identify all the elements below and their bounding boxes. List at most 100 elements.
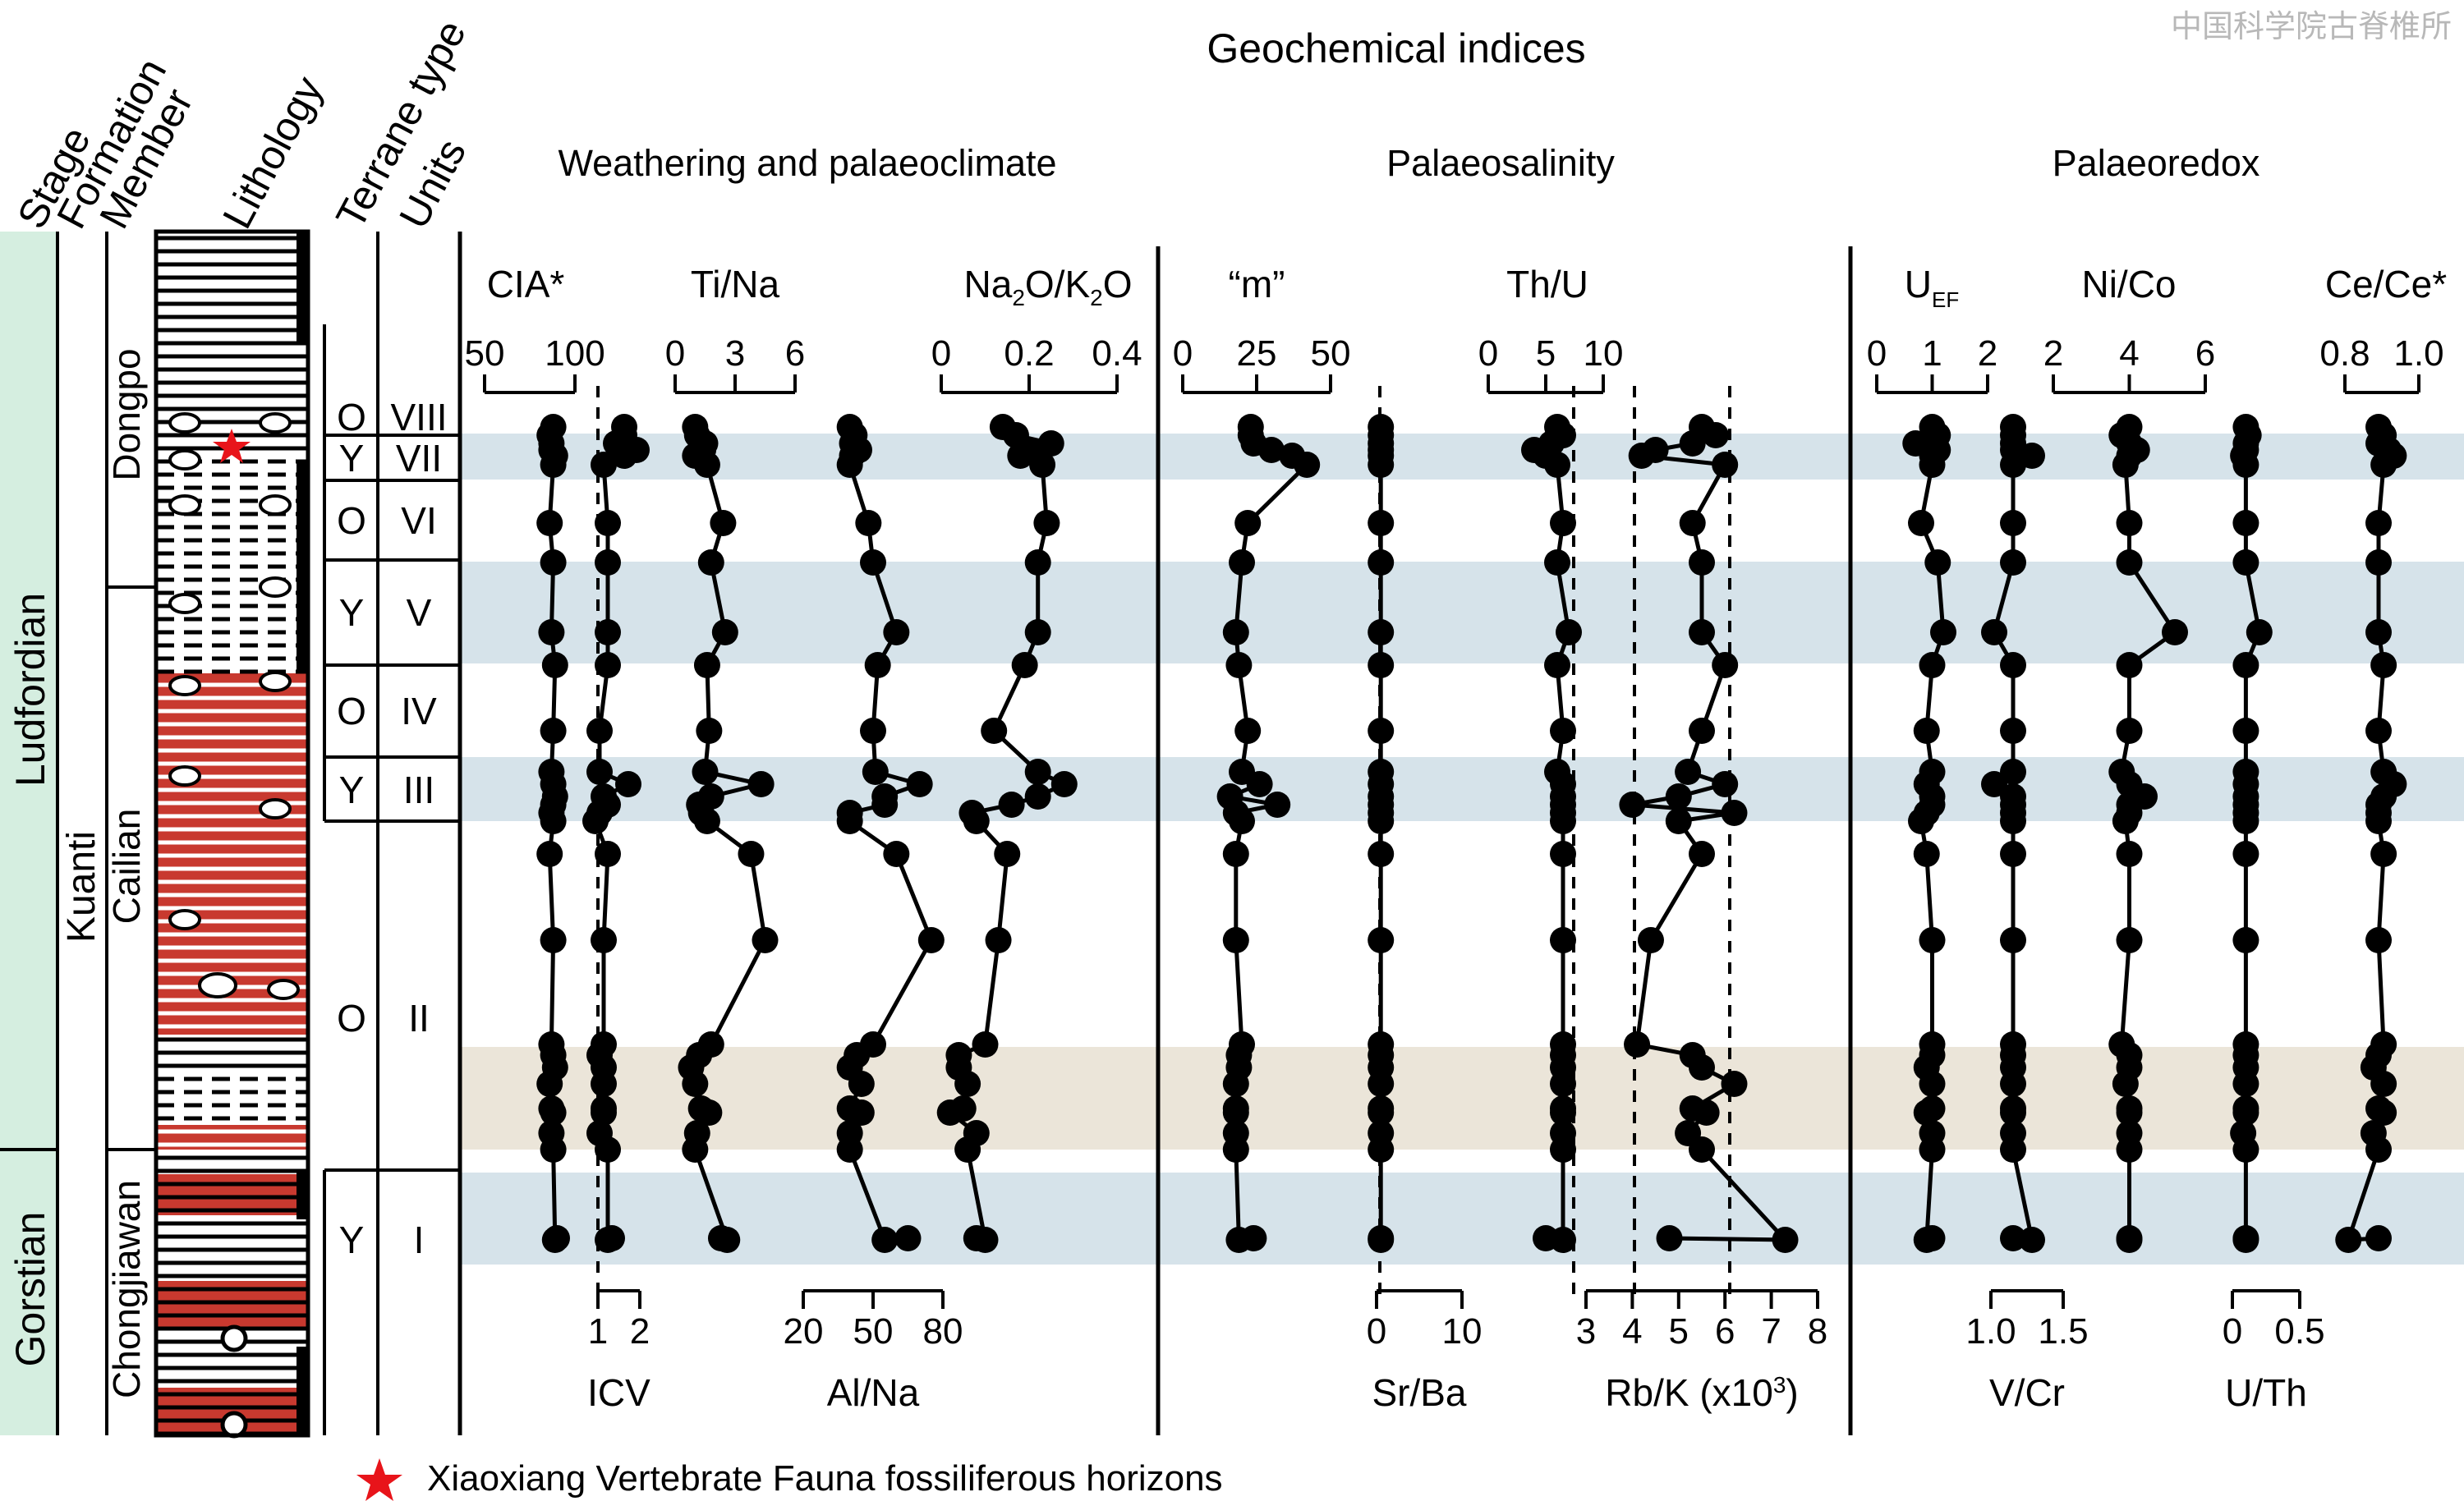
unit-band — [460, 434, 2464, 480]
terrane-label: Y — [339, 769, 365, 811]
unit-band — [460, 1173, 2464, 1265]
data-point — [2000, 718, 2026, 744]
data-point — [2000, 652, 2026, 678]
axis-title: Rb/K (x103) — [1605, 1371, 1798, 1414]
data-point — [2232, 718, 2259, 744]
axis-title: Na2O/K2O — [964, 263, 1133, 310]
data-point — [595, 549, 621, 576]
data-point — [2116, 1136, 2143, 1163]
data-point — [2000, 1071, 2026, 1097]
unit-label: V — [407, 591, 432, 634]
data-point — [2019, 1227, 2045, 1253]
top-tick-label: 0 — [1173, 333, 1193, 374]
data-point — [710, 510, 737, 536]
data-point — [1024, 783, 1051, 810]
data-point — [1234, 510, 1262, 536]
data-point — [981, 718, 1008, 744]
data-point — [2232, 927, 2259, 953]
data-point — [2335, 1227, 2362, 1253]
axis-title: Ti/Na — [691, 263, 780, 305]
axis-title: Ni/Co — [2081, 263, 2176, 305]
data-point — [906, 771, 933, 797]
stage-box — [0, 232, 57, 1150]
data-point — [540, 1099, 567, 1126]
data-point — [963, 808, 990, 834]
data-point — [1368, 1099, 1395, 1126]
data-point — [2232, 549, 2259, 576]
data-point — [871, 792, 899, 818]
data-point — [855, 510, 882, 536]
data-point — [1222, 1136, 1249, 1163]
nodule-icon — [168, 909, 201, 930]
data-point — [2000, 808, 2026, 834]
unit-label: III — [403, 769, 434, 811]
top-tick-label: 0 — [665, 333, 685, 374]
data-point — [2162, 619, 2188, 645]
data-point — [1637, 927, 1664, 953]
data-point — [2232, 1099, 2259, 1126]
figure-title: Geochemical indices — [1207, 25, 1585, 71]
unit-label: II — [408, 997, 430, 1040]
lithology-bar — [297, 232, 308, 345]
unit-label: I — [414, 1219, 425, 1261]
data-point — [1368, 1225, 1395, 1251]
data-point — [682, 1136, 709, 1163]
data-point — [1689, 619, 1715, 645]
data-point — [591, 1099, 617, 1126]
data-point — [963, 1225, 990, 1251]
data-point — [2232, 510, 2259, 536]
series-al-na — [836, 414, 945, 1253]
bottom-tick-label: 10 — [1442, 1311, 1483, 1352]
top-tick-label: 6 — [785, 333, 805, 374]
unit-label: VIII — [390, 396, 447, 438]
data-point — [871, 1227, 899, 1253]
data-point — [985, 927, 1012, 953]
data-point — [595, 510, 621, 536]
data-point — [2000, 1136, 2026, 1163]
stage-box — [0, 1150, 57, 1435]
data-point — [538, 619, 565, 645]
nodule-icon — [168, 765, 201, 787]
member-cailian: Cailian — [105, 809, 148, 925]
top-tick-label: 2 — [2043, 333, 2063, 374]
data-point — [2370, 1099, 2397, 1126]
data-point — [1689, 718, 1715, 744]
data-point — [544, 1225, 570, 1251]
data-point — [998, 792, 1025, 818]
data-point — [2116, 927, 2143, 953]
bottom-tick-label: 4 — [1622, 1311, 1642, 1352]
nodule-icon — [168, 449, 201, 470]
axis-title: UEF — [1905, 263, 1959, 312]
data-point — [883, 619, 910, 645]
bottom-tick-label: 7 — [1761, 1311, 1781, 1352]
data-point — [2232, 452, 2259, 478]
data-point — [1981, 771, 2007, 797]
top-tick-label: 6 — [2195, 333, 2215, 374]
axis-title: Ce/Ce* — [2325, 263, 2447, 305]
data-point — [2116, 718, 2143, 744]
top-tick-label: 2 — [1978, 333, 1997, 374]
data-point — [2365, 718, 2392, 744]
data-point — [611, 443, 637, 469]
data-point — [1294, 452, 1321, 478]
data-point — [954, 1136, 981, 1163]
data-point — [994, 841, 1021, 867]
data-point — [2365, 808, 2392, 834]
axis-title: Al/Na — [827, 1371, 920, 1414]
data-point — [2365, 927, 2392, 953]
data-point — [1908, 808, 1934, 834]
data-point — [752, 927, 779, 953]
data-point — [2000, 1225, 2026, 1251]
series-uef — [1902, 414, 1956, 1253]
stage-ludfordian: Ludfordian — [7, 593, 53, 787]
data-point — [1712, 652, 1739, 678]
data-point — [1550, 1099, 1576, 1126]
data-point — [2116, 841, 2143, 867]
bottom-tick-label: 6 — [1715, 1311, 1735, 1352]
top-tick-label: 50 — [1311, 333, 1351, 374]
data-point — [1550, 510, 1576, 536]
data-point — [1930, 619, 1956, 645]
series-th-u — [1521, 414, 1582, 1253]
data-point — [1913, 718, 1940, 744]
